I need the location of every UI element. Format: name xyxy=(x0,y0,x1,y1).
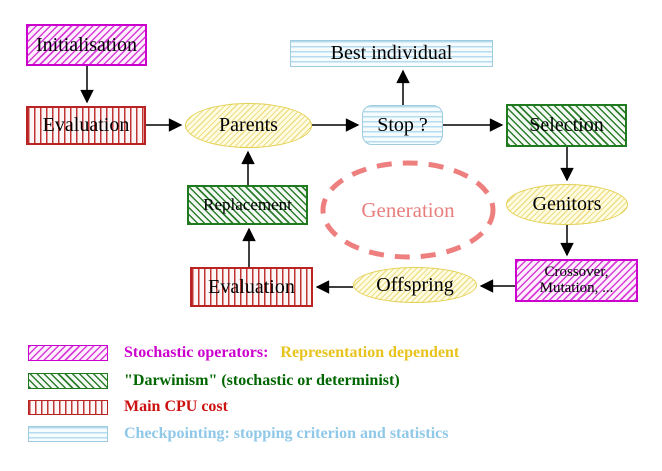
generation-loop-label: Generation xyxy=(361,197,455,222)
node-parents-label: Parents xyxy=(219,114,278,136)
legend-row-cpu-cost: Main CPU cost xyxy=(28,397,228,417)
node-evaluation-top: Evaluation xyxy=(26,106,146,145)
node-crossover-line2: Mutation, ... xyxy=(539,279,614,296)
legend-swatch-red-stripes xyxy=(28,399,108,415)
node-evaluation-bottom: Evaluation xyxy=(190,267,313,307)
node-initialisation: Initialisation xyxy=(26,24,147,66)
node-best-individual-label: Best individual xyxy=(330,42,453,64)
legend-row-darwinism: "Darwinism" (stochastic or determinist) xyxy=(28,371,400,391)
node-genitors: Genitors xyxy=(506,184,628,225)
node-offspring: Offspring xyxy=(353,267,477,303)
node-offspring-label: Offspring xyxy=(376,273,454,296)
legend-text-stochastic: Stochastic operators: xyxy=(124,344,269,361)
node-replacement-label: Replacement xyxy=(203,195,292,215)
legend-text-darwinism: "Darwinism" (stochastic or determinist) xyxy=(124,372,400,389)
node-parents: Parents xyxy=(185,103,312,148)
node-initialisation-label: Initialisation xyxy=(35,33,138,56)
node-selection-label: Selection xyxy=(529,114,604,136)
node-selection: Selection xyxy=(506,104,627,147)
node-best-individual: Best individual xyxy=(290,40,493,67)
node-evaluation-bottom-label: Evaluation xyxy=(208,275,295,298)
legend-swatch-green-hatch xyxy=(28,373,108,389)
legend-row-checkpointing: Checkpointing: stopping criterion and st… xyxy=(28,424,448,444)
legend-text-checkpointing: Checkpointing: stopping criterion and st… xyxy=(124,425,449,442)
legend-swatch-magenta-hatch xyxy=(28,345,108,361)
node-evaluation-top-label: Evaluation xyxy=(42,114,130,136)
node-genitors-label: Genitors xyxy=(532,193,602,215)
node-crossover-line1: Crossover, xyxy=(544,263,609,280)
node-replacement: Replacement xyxy=(187,185,308,225)
legend-swatch-cyan-stripes xyxy=(28,426,108,442)
legend-row-stochastic: Stochastic operators: Representation dep… xyxy=(28,343,459,363)
legend-text-cpu-cost: Main CPU cost xyxy=(124,398,228,415)
node-stop-label: Stop ? xyxy=(377,113,428,136)
generation-loop-ellipse xyxy=(320,160,496,260)
node-crossover-mutation: Crossover, Mutation, ... xyxy=(515,259,638,302)
legend-text-representation: Representation dependent xyxy=(280,344,460,361)
node-stop: Stop ? xyxy=(362,105,443,145)
